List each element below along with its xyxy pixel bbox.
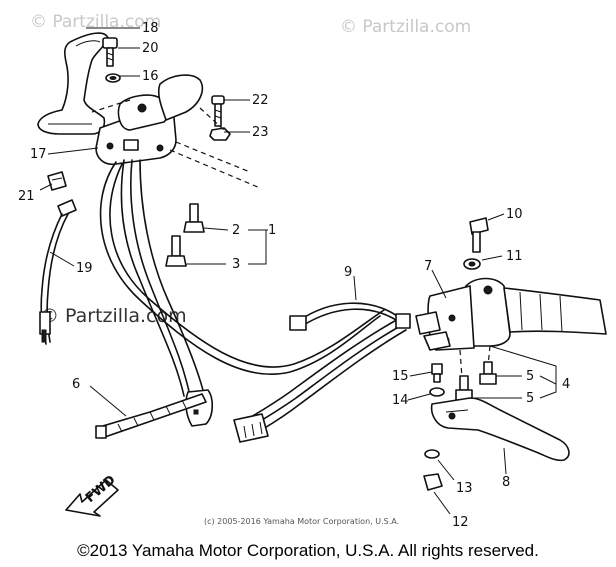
part-9-right-switch-harness	[233, 302, 411, 443]
callout-19: 19	[76, 261, 93, 276]
part-8-brake-lever	[430, 397, 570, 462]
part-16-washer	[105, 73, 121, 83]
callout-3: 3	[232, 257, 240, 272]
callout-15: 15	[392, 369, 409, 384]
callout-6: 6	[72, 377, 80, 392]
callout-20: 20	[142, 41, 159, 56]
callout-labels: 18 20 16 22 23 17 21 19 2 3 1 6 9 7 10 1…	[18, 21, 570, 530]
callout-12: 12	[452, 515, 469, 530]
part-4-right-switch-housing	[415, 277, 607, 351]
left-dashed-guides	[91, 99, 261, 189]
diagram-copyright: (c) 2005-2016 Yamaha Motor Corporation, …	[204, 517, 399, 526]
callout-5-upper: 5	[526, 369, 534, 384]
callout-23: 23	[252, 125, 269, 140]
callout-1: 1	[268, 223, 276, 238]
callout-11: 11	[506, 249, 523, 264]
watermark-top-right: © Partzilla.com	[340, 17, 471, 37]
part-5-screw-lower	[455, 375, 473, 401]
part-19-cable	[39, 199, 77, 345]
part-13-spring	[424, 449, 440, 459]
callout-14: 14	[392, 393, 409, 408]
callout-16: 16	[142, 69, 159, 84]
part-22-screw	[211, 95, 225, 127]
part-1-left-switch-housing	[95, 74, 204, 166]
part-23-nut	[209, 127, 231, 141]
leader-lines	[39, 27, 557, 515]
part-11-washer	[463, 258, 481, 270]
part-2-screw	[183, 203, 205, 233]
callout-17: 17	[30, 147, 47, 162]
watermark-top-left: © Partzilla.com	[30, 12, 161, 32]
part-5-screw-upper	[479, 361, 497, 385]
left-switch-wiring-harness	[120, 159, 214, 427]
callout-13: 13	[456, 481, 473, 496]
callout-2: 2	[232, 223, 240, 238]
part-10-screw	[469, 217, 489, 253]
part-3-screw	[165, 235, 187, 267]
callout-18: 18	[142, 21, 159, 36]
part-14-washer	[429, 387, 445, 397]
part-18-choke-lever	[37, 32, 109, 135]
callout-21: 21	[18, 189, 35, 204]
footer-copyright: ©2013 Yamaha Motor Corporation, U.S.A. A…	[77, 541, 539, 560]
callout-10: 10	[506, 207, 523, 222]
callout-9: 9	[344, 265, 352, 280]
part-12-nut	[423, 473, 443, 491]
part-15-screw	[431, 363, 443, 383]
main-wire-loop	[99, 161, 385, 376]
part-20-screw	[102, 37, 118, 67]
part-6-cable-strap	[95, 393, 207, 439]
callout-5-lower: 5	[526, 391, 534, 406]
exploded-parts-diagram: © Partzilla.com © Partzilla.com © Partzi…	[18, 12, 607, 530]
callout-4: 4	[562, 377, 570, 392]
callout-22: 22	[252, 93, 269, 108]
watermark-middle: © Partzilla.com	[40, 305, 187, 327]
part-21-clamp	[47, 171, 67, 191]
fwd-direction-arrow: FWD	[65, 472, 119, 517]
callout-8: 8	[502, 475, 510, 490]
right-dashed-guides	[459, 345, 491, 379]
callout-7: 7	[424, 259, 432, 274]
